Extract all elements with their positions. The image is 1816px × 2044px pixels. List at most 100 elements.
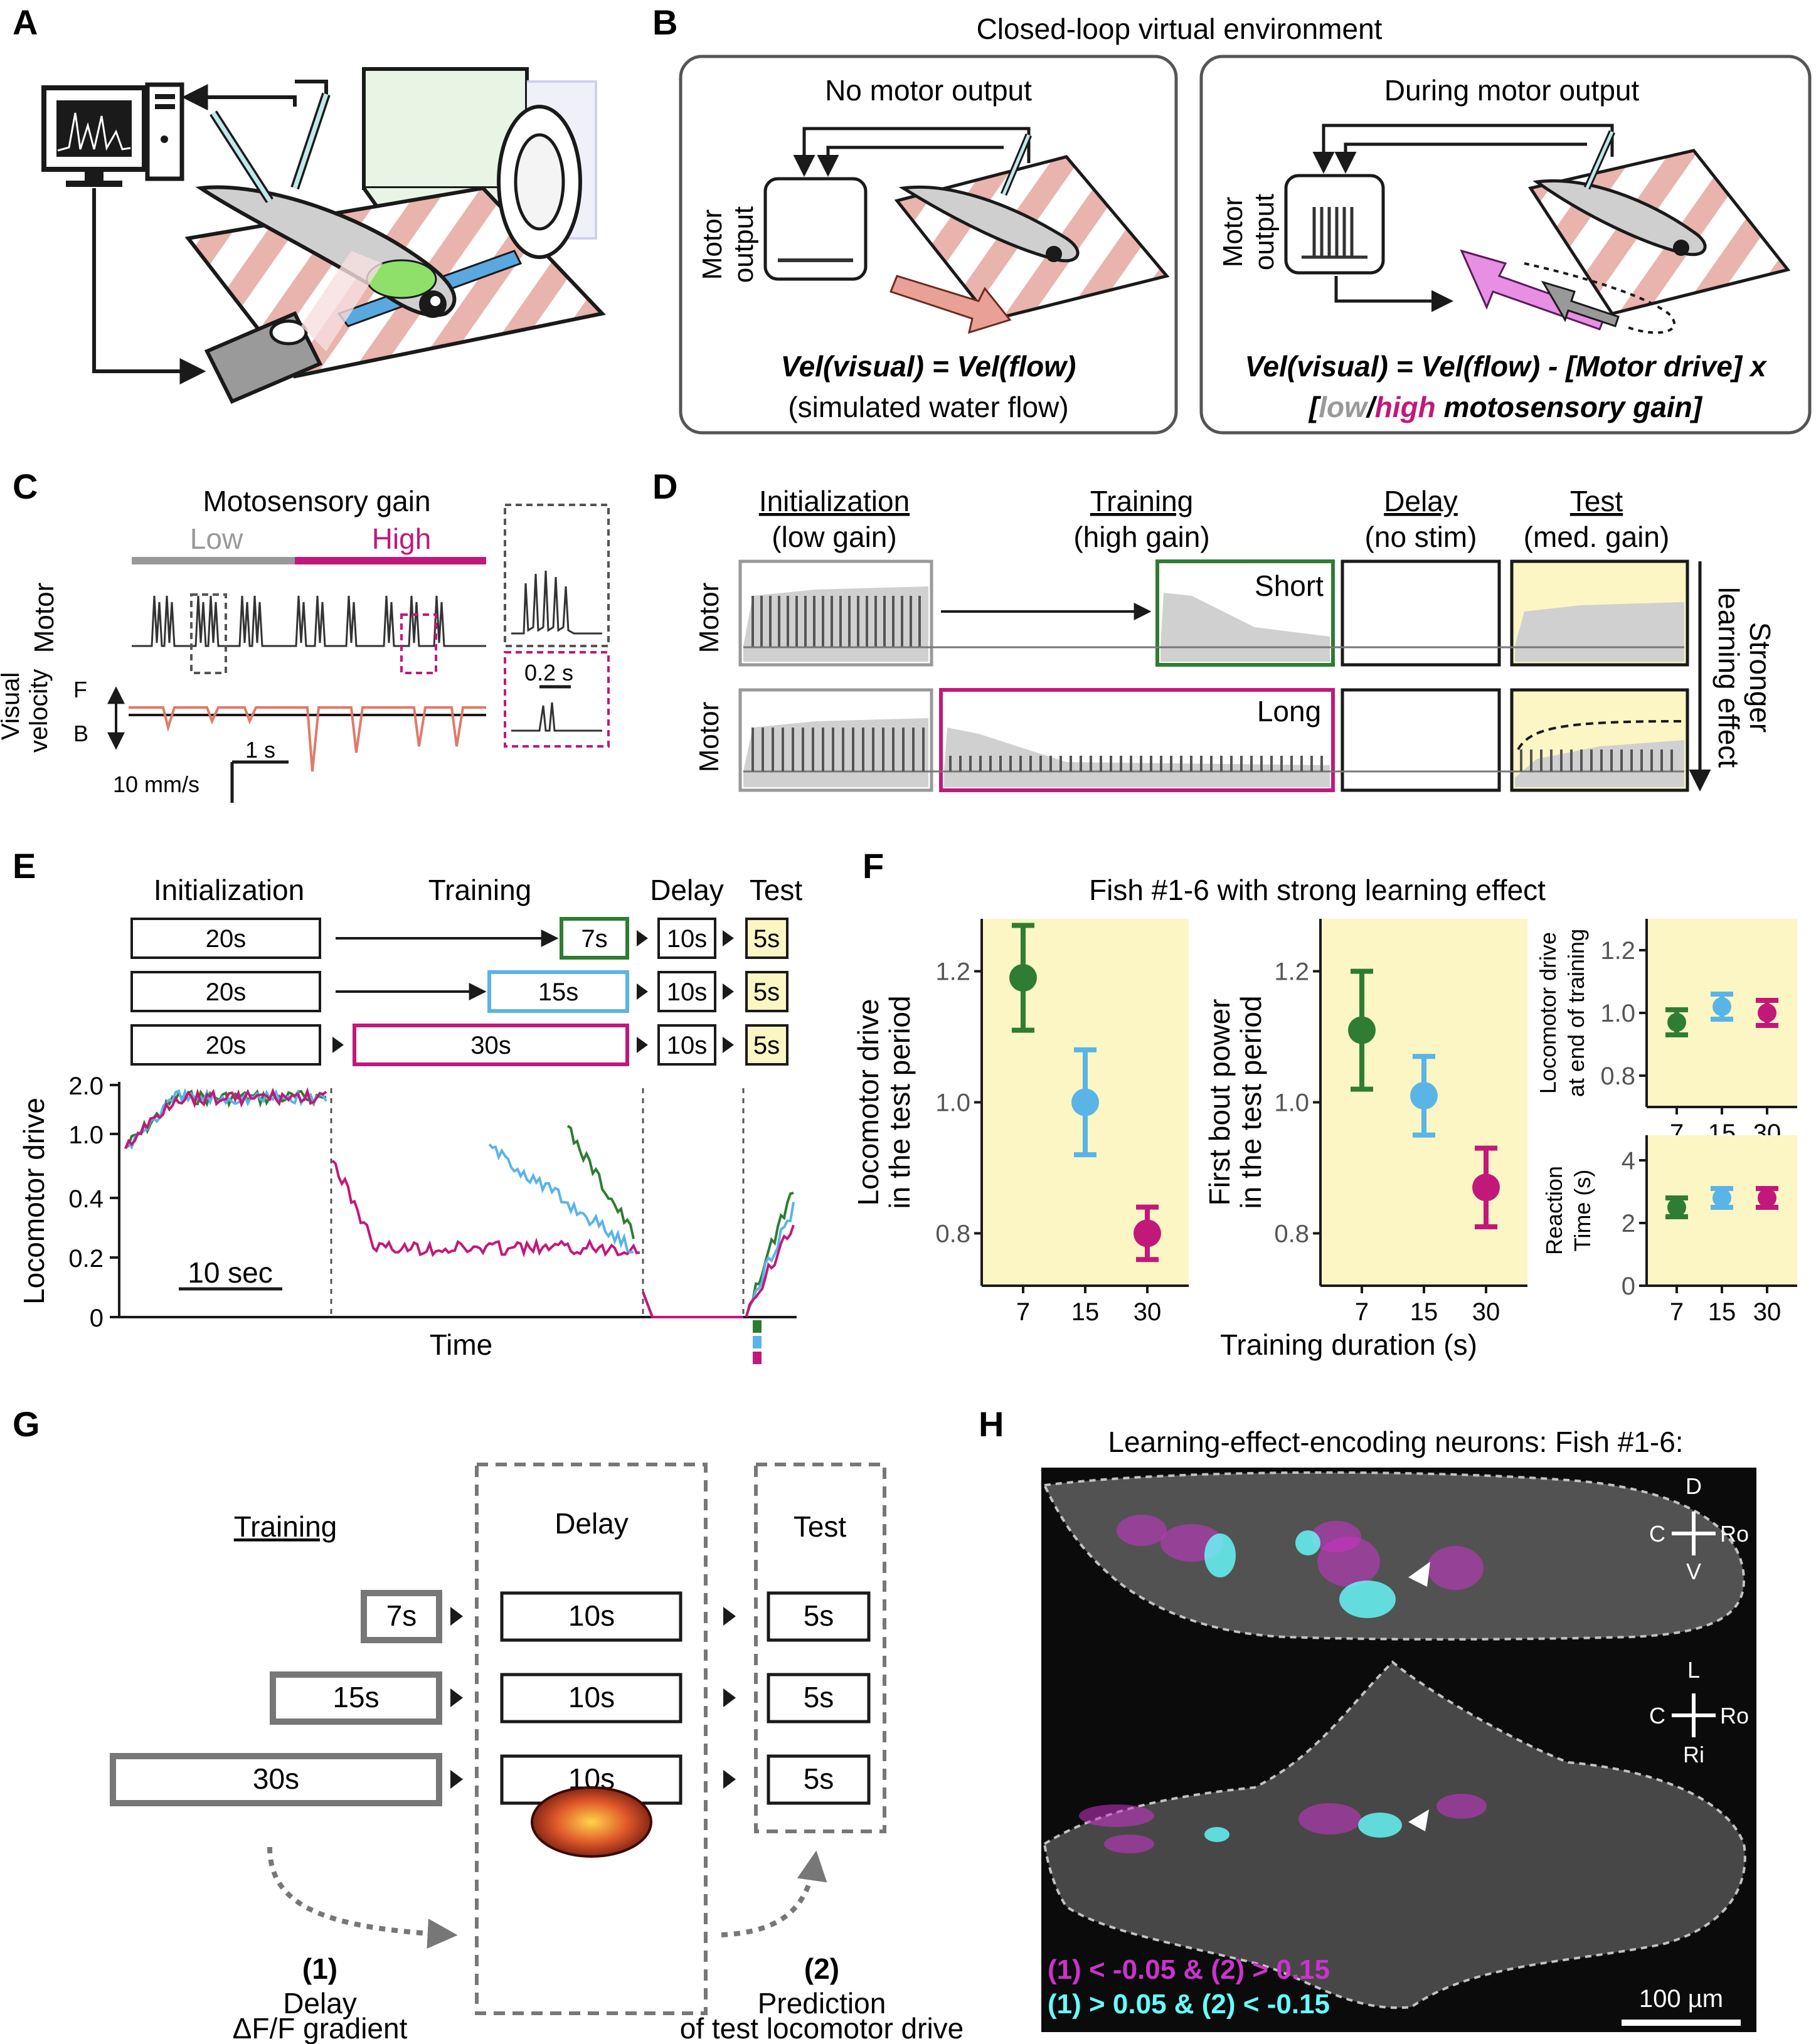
- larval-fish-illustration: [195, 185, 457, 318]
- h-axis-v: V: [1686, 1559, 1701, 1584]
- phase-test-sub: (med. gain): [1524, 521, 1670, 553]
- h-axis-ri: Ri: [1683, 1742, 1704, 1767]
- h-legend-2: (1) > 0.05 & (2) < -0.15: [1048, 1989, 1330, 2020]
- g-train-label: 30s: [253, 1762, 299, 1795]
- eq-left-1: Vel(visual) = Vel(flow): [781, 350, 1076, 383]
- h-legend-1: (1) < -0.05 & (2) > 0.15: [1048, 1954, 1330, 1985]
- e-ytick-1: 1.0: [68, 1121, 104, 1149]
- f-ylabel-1: Reaction: [1541, 1166, 1567, 1255]
- f-ytick-label: 0.8: [1274, 1220, 1309, 1247]
- visual-label-2: velocity: [25, 669, 53, 753]
- f-mean-point: [1758, 1189, 1776, 1207]
- f-mean-point: [1472, 1173, 1500, 1202]
- e-header-training: Training: [428, 874, 531, 906]
- e-ytick-02: 0.2: [68, 1245, 104, 1273]
- short-label: Short: [1255, 569, 1324, 602]
- f-ytick-label: 0.8: [1600, 1062, 1635, 1090]
- e-arrow: [723, 983, 734, 1000]
- panel-e: E Initialization Training Delay Test 20s…: [13, 846, 802, 1364]
- g-delay-box: [500, 1673, 682, 1724]
- f-xtick-label: 30: [1134, 1298, 1162, 1326]
- g-test-label: 5s: [804, 1681, 834, 1713]
- f-ytick-label: 1.2: [935, 958, 970, 986]
- panel-b-letter: B: [652, 3, 677, 42]
- f-xtick-label: 15: [1071, 1298, 1100, 1326]
- f-mean-point: [1348, 1016, 1376, 1044]
- long-label: Long: [1257, 695, 1321, 728]
- motor-label-left-1: Motor: [697, 209, 728, 280]
- stronger-label-1: Stronger: [1744, 622, 1776, 733]
- f-mean-point: [1134, 1219, 1161, 1247]
- e-test-box: [745, 1024, 789, 1066]
- motor-label: Motor: [29, 583, 60, 653]
- e-train-label: 15s: [538, 978, 579, 1006]
- panel-a: A: [13, 3, 606, 404]
- brain-activity-image: [531, 1786, 652, 1858]
- e-trace-init: [124, 1087, 327, 1150]
- h-axis-ro: Ro: [1720, 1521, 1749, 1547]
- e-test-label: 5s: [753, 1032, 780, 1059]
- e-train-box: [560, 917, 629, 960]
- backward-label: B: [73, 721, 88, 746]
- e-train-box: [353, 1024, 629, 1066]
- e-ylabel: Locomotor drive: [18, 1098, 50, 1305]
- f-xtick-label: 7: [1355, 1298, 1369, 1326]
- e-delay-label: 10s: [667, 978, 708, 1006]
- e-init-box: [130, 1024, 321, 1066]
- e-init-label: 20s: [206, 1032, 247, 1059]
- panel-b: B Closed-loop virtual environment No mot…: [652, 3, 1812, 435]
- g-train-label: 15s: [332, 1681, 379, 1713]
- h-axis-d: D: [1686, 1473, 1702, 1499]
- no-motor-title: No motor output: [825, 74, 1032, 107]
- water-flow-arrow: [889, 275, 1012, 334]
- inset-scale-label: 0.2 s: [524, 660, 573, 686]
- e-init-label: 20s: [206, 925, 247, 953]
- eq-right-2: [low/high motosensory gain]: [1308, 391, 1703, 423]
- h-blob-cyan: [1358, 1813, 1402, 1838]
- e-test-box: [745, 918, 789, 959]
- f-mean-point: [1009, 964, 1037, 992]
- f-ytick-label: 0.8: [935, 1220, 970, 1247]
- e-delay-box: [657, 1024, 716, 1066]
- h-scalebar: 100 µm: [1639, 1985, 1723, 2013]
- g-arrow: [450, 1607, 463, 1626]
- row1-motor-label: Motor: [694, 583, 725, 653]
- e-init-box: [130, 918, 321, 959]
- time-scale-label: 1 s: [245, 737, 275, 763]
- e-trace-test: [745, 1224, 795, 1317]
- e-delay-label: 10s: [667, 1032, 708, 1059]
- h-blob-magenta: [1298, 1803, 1361, 1835]
- e-trace-delay: [642, 1291, 743, 1318]
- panel-h-letter: H: [979, 1404, 1004, 1444]
- e-trace-train-30: [331, 1160, 640, 1258]
- e-ytick-2: 2.0: [68, 1072, 104, 1100]
- panel-f-letter: F: [863, 846, 884, 886]
- g-test-label: 5s: [804, 1599, 834, 1632]
- f-ytick-label: 4: [1622, 1147, 1635, 1175]
- e-arrow: [637, 1037, 648, 1053]
- forward-label: F: [73, 677, 87, 702]
- h-axis-l: L: [1687, 1657, 1700, 1683]
- f-mean-point: [1410, 1082, 1438, 1110]
- motor-trace: [132, 595, 486, 647]
- e-arrow: [332, 1037, 344, 1053]
- f-xtick-label: 30: [1472, 1298, 1500, 1326]
- f-xtick-label: 7: [1670, 1298, 1684, 1326]
- f-mean-point: [1071, 1088, 1099, 1116]
- camera-icon: [204, 251, 383, 404]
- e-xlabel: Time: [430, 1328, 493, 1361]
- g-train-box: [270, 1671, 442, 1725]
- g-test-box: [767, 1591, 871, 1642]
- phase-training: Training: [1090, 485, 1193, 517]
- f-xtick-label: 15: [1708, 1298, 1736, 1326]
- stronger-label-2: learning effect: [1712, 587, 1745, 768]
- g-test-label: 5s: [804, 1762, 834, 1795]
- during-motor-title: During motor output: [1384, 74, 1640, 107]
- f-ytick-label: 1.2: [1274, 958, 1309, 986]
- high-label: High: [372, 522, 432, 555]
- gain-title: Motosensory gain: [203, 485, 430, 517]
- g-delay-box: [500, 1591, 682, 1642]
- g-arrow: [450, 1770, 463, 1789]
- e-trace-init: [124, 1088, 327, 1150]
- h-title: Learning-effect-encoding neurons: Fish #…: [1108, 1426, 1683, 1458]
